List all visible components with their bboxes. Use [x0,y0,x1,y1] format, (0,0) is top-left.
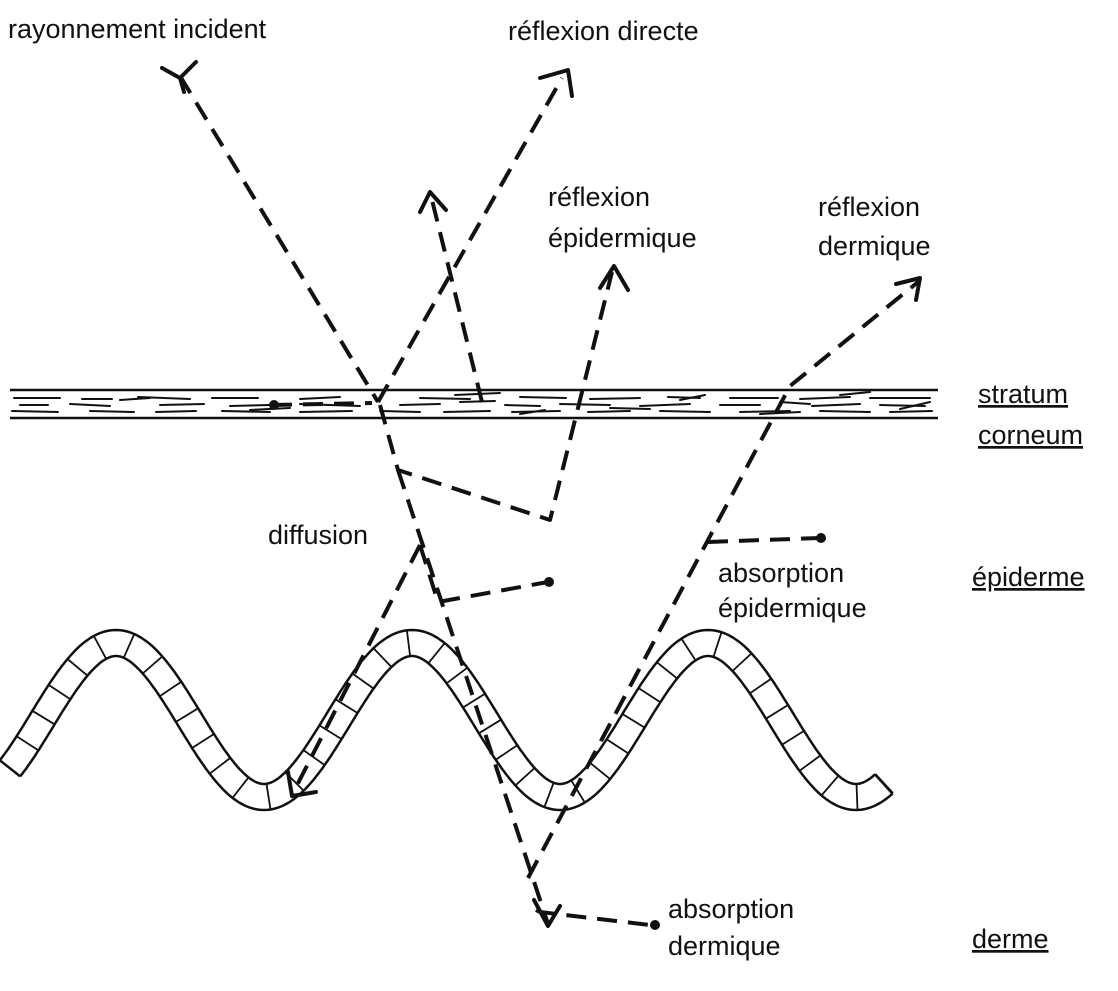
dermal-reflection-arrowhead [894,276,922,302]
junction-cell-divider [543,782,555,808]
junction-cell-divider [209,757,231,775]
junction-cell-divider [372,647,393,668]
diffusion-arrowhead [286,770,318,798]
dermal-absorption-label-2: dermique [668,931,781,961]
epidermal-reflection-arrowhead [598,264,630,292]
stratum-texture [11,391,933,415]
dermal-reflection-label-1: réflexion [818,192,920,222]
epidermal-reflection-label-1: réflexion [548,182,650,212]
junction-cell-divider [638,687,661,703]
stratum-corneum-layer [10,388,938,420]
epidermal-absorption-ray [418,544,549,604]
junction-end-cap [874,773,894,795]
junction-cell-divider [318,724,343,740]
junction-cell-divider [495,744,518,761]
junction-cell-divider [191,733,215,749]
incident-ray-tail-mark [160,60,198,94]
junction-cell-divider [514,767,536,787]
junction-cell-divider [122,633,136,659]
stratum-absorption-dot [269,400,279,410]
junction-cell-divider [589,762,611,780]
dermis-label: derme [972,924,1049,954]
junction-cell-divider [351,672,375,690]
transmitted-ray [396,469,550,925]
junction-cell-divider [93,635,107,660]
epidermal-absorption-ray-2 [707,536,821,544]
junction-cell-divider [175,707,199,723]
junction-cell-divider [31,710,56,726]
junction-cell-divider [427,642,446,664]
epidermal-absorption-label-1: absorption [718,558,844,588]
junction-inner-edge [19,654,894,812]
junction-cell-divider [446,666,468,685]
epidermis-label: épiderme [972,562,1085,592]
junction-cell-divider [231,776,250,799]
junction-cell-divider [798,754,822,772]
junction-cell-divider [48,684,71,700]
epidermal-absorption-dot-2 [816,533,826,543]
epidermal-absorption-dot [544,577,554,587]
direct-reflection-label: réflexion directe [508,16,699,46]
dermal-absorption-label-1: absorption [668,894,794,924]
dermal-epidermal-junction [0,628,894,812]
dermal-absorption-ray [535,908,651,927]
junction-outer-edge [0,628,877,786]
direct-reflection-arrowhead [538,68,574,98]
direct-reflection-ray [376,77,564,403]
junction-cell-divider [781,730,805,746]
junction-cell-divider [712,631,723,658]
dermal-absorption-dot [650,920,660,930]
incident-ray [178,74,380,404]
stratum-absorption-ray [271,401,373,407]
junction-cell-divider [478,718,502,735]
junction-cell-divider [656,661,678,680]
dermal-reflection-ray [526,280,920,879]
junction-cell-divider [265,783,272,810]
stratum-reflection-ray [430,199,484,403]
stratum-label-2: corneum [978,420,1083,450]
junction-cell-divider [749,677,772,695]
junction-cell-divider [731,652,753,672]
stratum-reflection-arrowhead [418,190,448,214]
junction-cell-divider [855,783,859,811]
junction-cell-divider [159,681,182,698]
incident-label: rayonnement incident [8,14,267,44]
junction-cell-divider [406,630,411,657]
junction-cell-divider [335,698,358,714]
junction-cell-divider [462,692,486,709]
transmitted-ray-arrowhead [532,898,562,928]
junction-cell-divider [142,655,163,675]
junction-cell-divider [302,749,326,766]
junction-cell-divider [680,638,697,661]
junction-cell-divider [16,735,39,752]
junction-cell-divisions [0,630,894,811]
diffusion-ray [290,544,422,796]
junction-cell-divider [820,775,840,796]
dermal-reflection-label-2: dermique [818,231,931,261]
junction-end-cap [0,759,21,778]
epidermal-absorption-label-2: épidermique [718,593,867,623]
epidermal-reflection-label-2: épidermique [548,223,697,253]
junction-cell-divider [66,658,89,677]
junction-cell-divider [765,704,789,720]
epidermal-reflection-ray [378,271,614,522]
stratum-label-1: stratum [978,379,1068,409]
diffusion-label: diffusion [268,520,368,550]
junction-cell-divider [570,779,586,803]
junction-cell-divider [621,713,646,729]
junction-cell-divider [606,738,629,755]
